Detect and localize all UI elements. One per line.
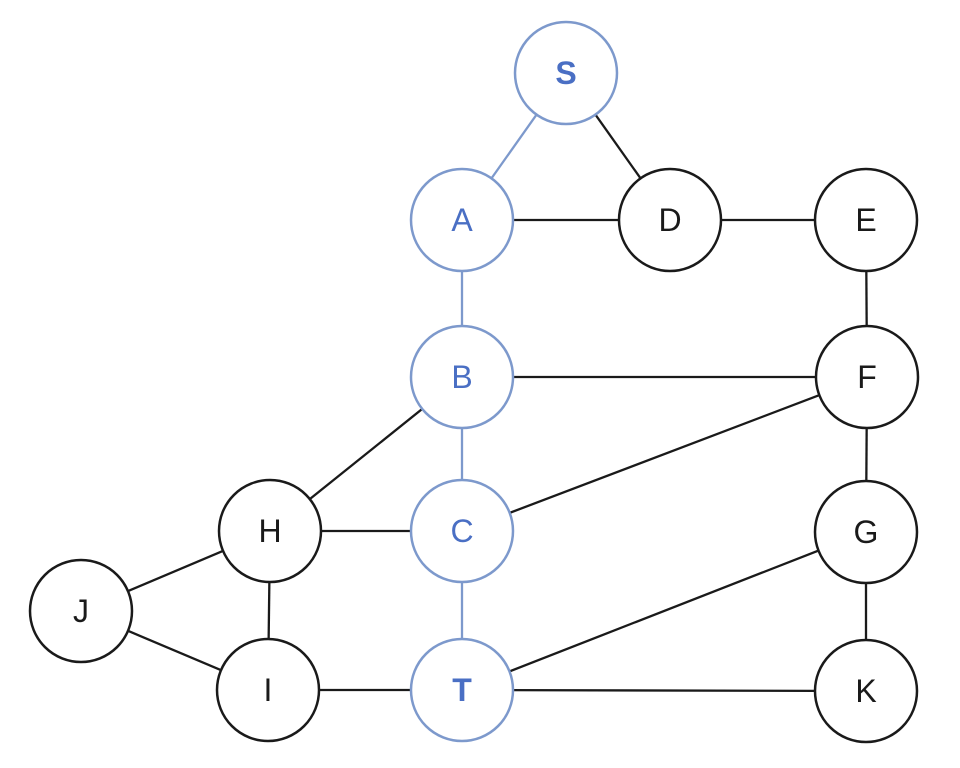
node-label-B: B xyxy=(451,359,472,395)
node-circle-K xyxy=(813,638,919,744)
node-label-A: A xyxy=(451,202,473,238)
node-circle-E xyxy=(813,167,919,273)
node-label-J: J xyxy=(73,593,89,629)
node-label-G: G xyxy=(854,514,879,550)
node-label-I: I xyxy=(264,672,273,708)
node-label-F: F xyxy=(857,359,877,395)
node-label-S: S xyxy=(555,55,576,91)
node-T: T xyxy=(409,637,515,743)
node-D: D xyxy=(617,167,723,273)
node-circle-H xyxy=(217,478,323,584)
node-J: J xyxy=(28,558,134,664)
node-circle-T xyxy=(409,637,515,743)
node-K: K xyxy=(813,638,919,744)
node-circle-S xyxy=(513,20,619,126)
node-circle-F xyxy=(814,324,920,430)
node-label-C: C xyxy=(450,513,473,549)
node-circle-D xyxy=(617,167,723,273)
node-E: E xyxy=(813,167,919,273)
node-circle-G xyxy=(813,479,919,585)
node-circle-B xyxy=(409,324,515,430)
node-I: I xyxy=(215,637,321,743)
node-H: H xyxy=(217,478,323,584)
node-label-D: D xyxy=(658,202,681,238)
node-circle-J xyxy=(28,558,134,664)
node-F: F xyxy=(814,324,920,430)
node-label-H: H xyxy=(258,513,281,549)
edge-T-K xyxy=(461,688,867,693)
node-label-K: K xyxy=(855,673,876,709)
node-B: B xyxy=(409,324,515,430)
edge-C-F xyxy=(461,375,868,533)
edge-G-T xyxy=(461,530,867,692)
node-S: S xyxy=(513,20,619,126)
node-label-E: E xyxy=(855,202,876,238)
node-G: G xyxy=(813,479,919,585)
node-circle-C xyxy=(409,478,515,584)
node-A: A xyxy=(409,167,515,273)
node-circle-I xyxy=(215,637,321,743)
node-label-T: T xyxy=(452,672,472,708)
node-circle-A xyxy=(409,167,515,273)
node-C: C xyxy=(409,478,515,584)
